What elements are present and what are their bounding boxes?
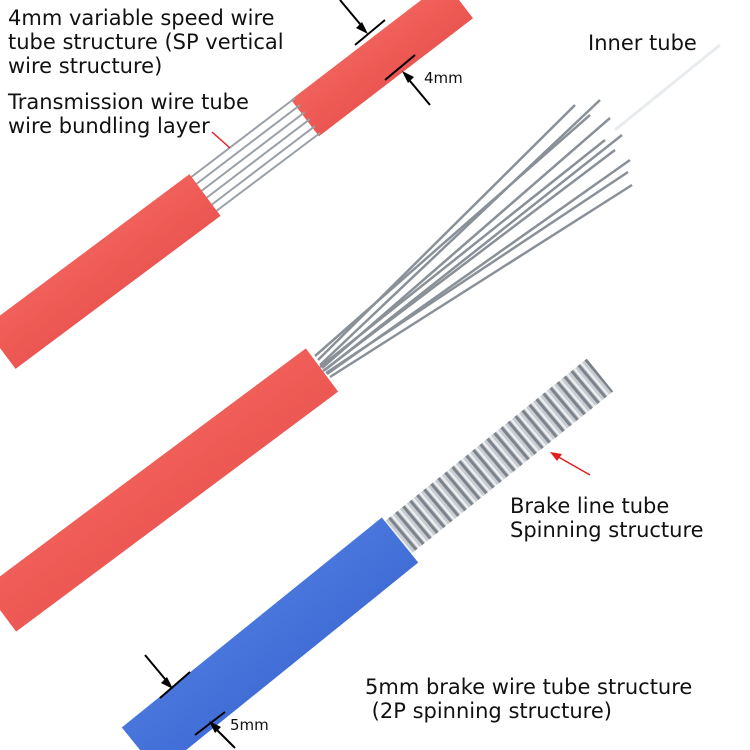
- blue-tube: [121, 517, 419, 750]
- wire-bundle: [189, 97, 321, 213]
- middle-cable: [0, 43, 721, 632]
- red-tube-lower: [0, 174, 221, 369]
- red-tube-upper: [291, 0, 473, 137]
- inner-tube: [614, 43, 721, 132]
- brake-cable: [121, 358, 614, 750]
- label-5mm-structure: 5mm brake wire tube structure (2P spinni…: [365, 675, 693, 723]
- arrowheads: [161, 22, 414, 733]
- label-bundling-layer: Transmission wire tube wire bundling lay…: [8, 90, 249, 138]
- label-dim-4mm: 4mm: [424, 69, 463, 87]
- label-inner-tube: Inner tube: [588, 31, 697, 55]
- fanned-wires: [314, 99, 633, 379]
- callout-arrows: [211, 131, 591, 476]
- callout-arrowhead: [550, 452, 562, 461]
- label-brake-line: Brake line tube Spinning structure: [510, 494, 704, 542]
- red-tube: [0, 348, 339, 632]
- top-cable: [0, 0, 473, 369]
- label-4mm-structure: 4mm variable speed wire tube structure (…: [8, 6, 284, 78]
- label-dim-5mm: 5mm: [230, 716, 269, 734]
- steel-coil: [381, 358, 614, 557]
